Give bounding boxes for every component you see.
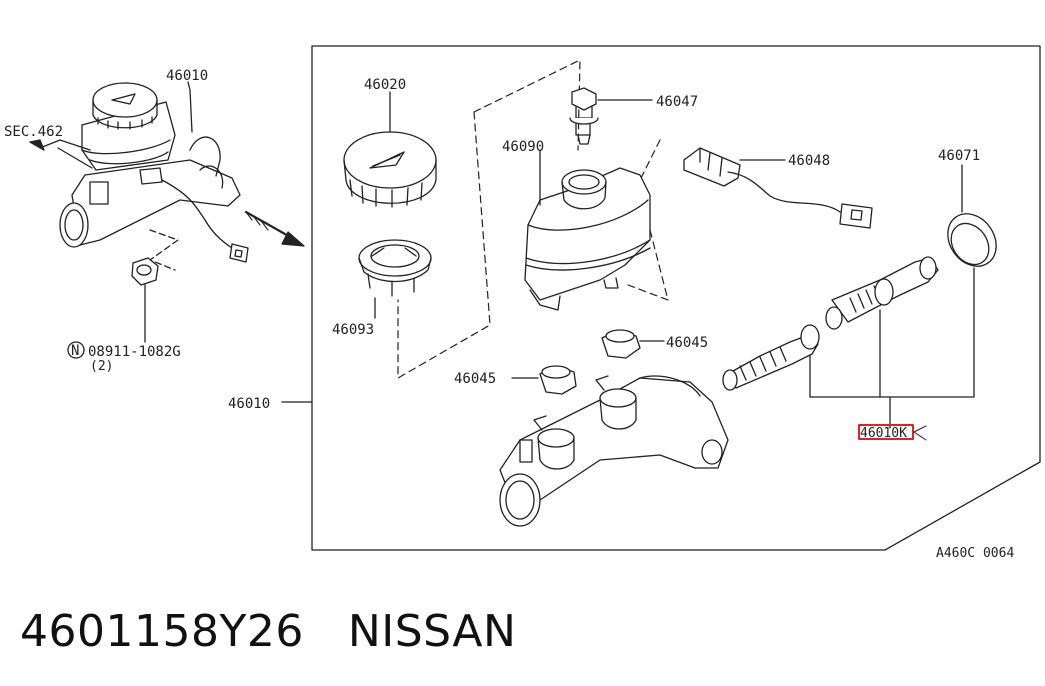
label-sec-ref: SEC.462	[4, 124, 63, 140]
label-nut-part: 08911-1082G	[88, 344, 181, 360]
label-reservoir: 46090	[502, 139, 544, 155]
label-top-left-assembly: 46010	[166, 68, 208, 84]
brand-name: NISSAN	[347, 605, 517, 657]
n-circle-icon	[67, 341, 85, 359]
label-seal-right: 46045	[666, 335, 708, 351]
small-assembly-drawing	[29, 81, 305, 343]
label-sensor-bolt: 46047	[656, 94, 698, 110]
parts-diagram: 46010 SEC.462 N 08911-1082G (2) 46020 46…	[4, 45, 1041, 561]
kit-ring-drawing	[947, 164, 997, 267]
label-level-sensor: 46048	[788, 153, 830, 169]
sensor-bolt-drawing	[569, 87, 653, 145]
label-kit: 46071	[938, 148, 980, 164]
grommet-drawing	[358, 239, 432, 319]
seal-drawing-right	[601, 329, 665, 359]
label-seal-left: 46045	[454, 371, 496, 387]
part-number: 4601158Y26	[20, 605, 304, 657]
cap-drawing	[343, 91, 437, 208]
diagram-frame	[311, 45, 1041, 551]
piston-parts-drawing	[722, 256, 975, 429]
label-highlight-part: 46010K	[860, 426, 907, 441]
label-grommet: 46093	[332, 322, 374, 338]
label-cap: 46020	[364, 77, 406, 93]
highlight-box	[858, 424, 914, 440]
footer: 4601158Y26 NISSAN	[20, 596, 516, 666]
reservoir-drawing	[524, 149, 651, 311]
level-sensor-drawing	[683, 147, 873, 229]
label-n-letter: N	[71, 343, 79, 359]
seal-drawing-left	[511, 365, 577, 395]
master-cylinder-drawing	[281, 375, 729, 527]
label-nut-qty: (2)	[90, 359, 113, 374]
label-assembly-left: 46010	[228, 396, 270, 412]
label-diagram-code: A460C 0064	[936, 546, 1014, 561]
